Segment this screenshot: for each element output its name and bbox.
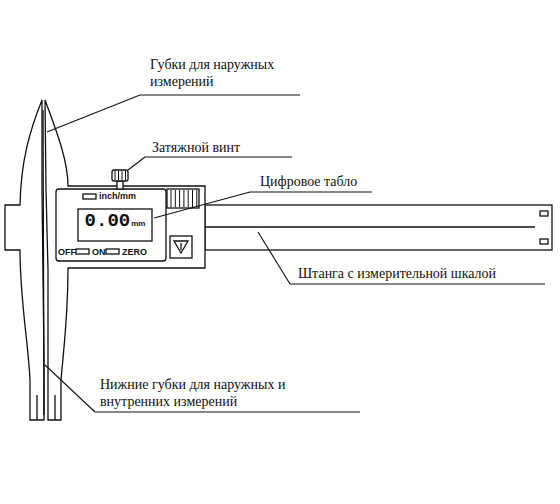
readout-unit: mm bbox=[131, 219, 145, 228]
readout-value: 0.00 bbox=[85, 210, 131, 232]
display-window bbox=[78, 209, 152, 241]
button bbox=[76, 249, 89, 254]
knurl-stroke bbox=[188, 190, 189, 207]
beam bbox=[205, 205, 552, 250]
knurl-stroke bbox=[125, 171, 126, 180]
leader-line bbox=[128, 157, 145, 170]
button-label: OFF bbox=[58, 247, 78, 257]
thumb-grip bbox=[167, 189, 199, 208]
leader-line bbox=[45, 365, 95, 412]
beam-hole bbox=[540, 239, 548, 244]
knurl-stroke bbox=[171, 190, 172, 207]
button bbox=[83, 194, 96, 199]
jaw-step bbox=[54, 395, 55, 420]
knurl-stroke bbox=[122, 171, 123, 180]
fixed-jaw bbox=[5, 100, 44, 420]
leader-line bbox=[47, 95, 140, 132]
part-label: Нижние губки для наружных и внутренних и… bbox=[100, 376, 335, 410]
thumb-wheel-box bbox=[170, 236, 192, 258]
thumb-triangle bbox=[174, 241, 188, 253]
part-label: Затяжной винт bbox=[152, 139, 240, 156]
screw-stem bbox=[117, 181, 123, 189]
knurl-stroke bbox=[196, 190, 197, 207]
button-label: ON bbox=[92, 247, 106, 257]
beam-hole bbox=[540, 211, 548, 216]
button bbox=[106, 249, 119, 254]
display-readout: 0.00mm bbox=[79, 210, 151, 240]
part-label: Губки для наружных измерений bbox=[150, 56, 325, 90]
knurl-stroke bbox=[118, 171, 119, 180]
jaw-step bbox=[36, 395, 37, 420]
part-label: Штанга с измерительной шкалой bbox=[298, 265, 496, 282]
part-label: Цифровое табло bbox=[260, 173, 357, 190]
underline bbox=[290, 283, 545, 284]
leader-line bbox=[154, 192, 250, 218]
knurl-stroke bbox=[179, 190, 180, 207]
knurl-stroke bbox=[192, 190, 193, 207]
underline bbox=[145, 156, 292, 157]
underline bbox=[95, 411, 360, 412]
jaw-gap bbox=[43, 110, 44, 415]
button-label: inch/mm bbox=[99, 191, 159, 201]
knurl-stroke bbox=[115, 171, 116, 180]
knurl-stroke bbox=[175, 190, 176, 207]
knurl-stroke bbox=[183, 190, 184, 207]
display-panel bbox=[56, 189, 166, 261]
button-label: ZERO bbox=[122, 247, 152, 257]
beam-line bbox=[205, 226, 535, 227]
underline bbox=[250, 191, 372, 192]
thumb-triangle-line bbox=[180, 243, 181, 250]
clamping-screw bbox=[112, 170, 128, 181]
knurling bbox=[115, 171, 197, 207]
underline bbox=[140, 94, 300, 95]
leader-line bbox=[258, 232, 290, 284]
